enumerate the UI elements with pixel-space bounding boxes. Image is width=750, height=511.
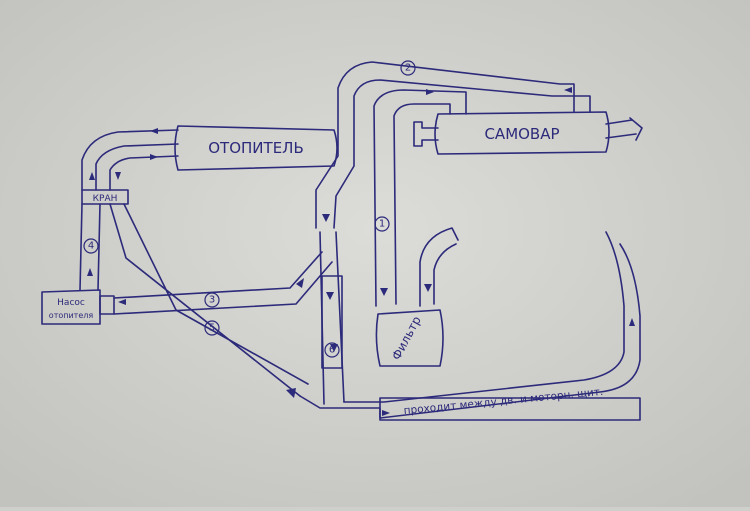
hose-bottom-sleeve [379, 397, 641, 421]
hose-number-5: 5 [209, 323, 215, 334]
hose-number-4: 4 [88, 241, 94, 252]
hose-6-clamp [321, 275, 343, 369]
arrow-icon [322, 214, 330, 222]
hose-bottom-run [299, 231, 641, 419]
arrow-icon [629, 318, 635, 326]
hose-heater-outer [81, 129, 179, 191]
arrow-icon [424, 284, 432, 292]
hose-4 [79, 203, 101, 291]
hose-number-2: 2 [405, 63, 411, 74]
pump-label-line1: Насос [57, 298, 85, 308]
hose-number-6: 6 [329, 345, 335, 356]
hose-heater-inner [109, 155, 179, 191]
arrow-icon [150, 128, 158, 134]
hose-number-1: 1 [379, 219, 385, 230]
heater-box [174, 125, 338, 171]
arrow-icon [150, 154, 158, 160]
hose-number-circle [400, 60, 416, 76]
valve-box [81, 189, 129, 205]
hose-number-circle [83, 238, 99, 254]
hose-heater-mid [95, 143, 179, 191]
pump-outlet [99, 295, 115, 315]
samovar-exhaust [605, 117, 643, 141]
arrow-icon [564, 87, 572, 93]
hose-number-circle [324, 342, 340, 358]
pump-box [41, 289, 101, 325]
hose-5 [109, 203, 309, 397]
hose-number-circle [204, 320, 220, 336]
samovar-label: САМОВАР [484, 125, 559, 143]
valve-label: КРАН [93, 194, 118, 204]
hose-2 [315, 61, 591, 229]
arrow-icon [87, 268, 93, 276]
arrow-icon [330, 344, 338, 352]
flow-arrows [87, 87, 635, 416]
samovar-handle [413, 121, 439, 147]
filter-box [375, 309, 444, 367]
hose-number-3: 3 [209, 295, 215, 306]
arrow-icon [326, 292, 334, 300]
arrow-icon [89, 172, 95, 180]
pump-label-line2: отопителя [49, 311, 94, 320]
filter-return-hose [419, 227, 459, 307]
arrow-icon [296, 278, 304, 288]
arrow-icon [426, 89, 434, 95]
arrow-icon [286, 388, 296, 398]
arrow-icon [380, 288, 388, 296]
hose-number-circle [374, 216, 390, 232]
hose-number-circle [204, 292, 220, 308]
arrow-icon [118, 299, 126, 305]
hose-1 [373, 89, 467, 307]
arrow-icon [115, 172, 121, 180]
arrow-icon [382, 410, 390, 416]
heater-label: ОТОПИТЕЛЬ [208, 139, 304, 157]
